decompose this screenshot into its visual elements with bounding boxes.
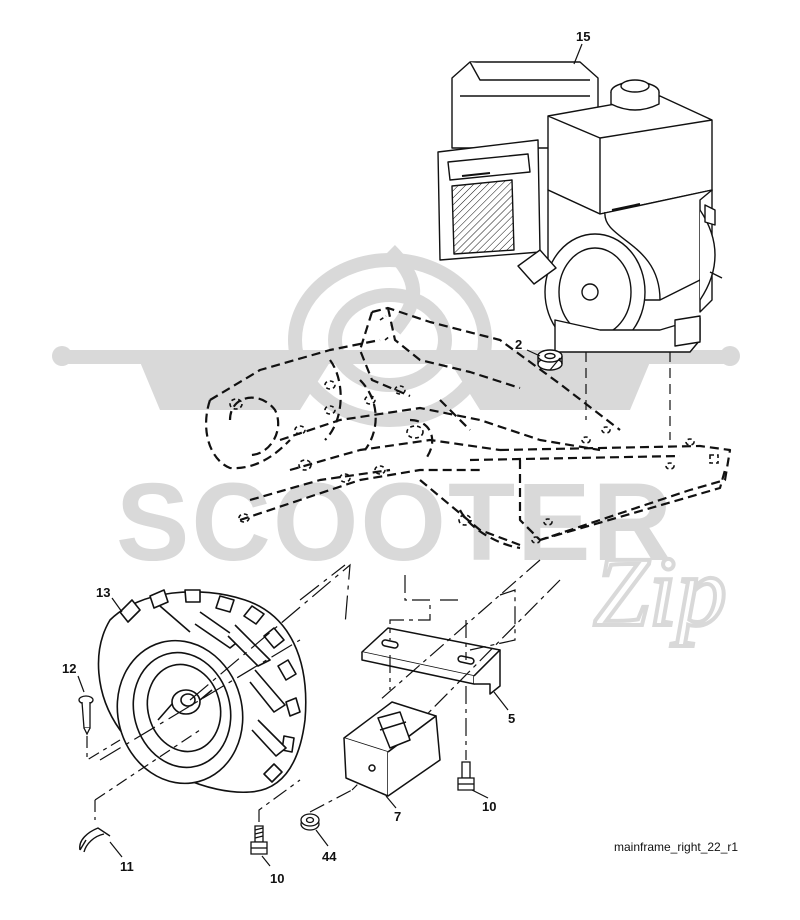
callout-washer: 44 <box>322 849 337 864</box>
clevis-pin-part <box>78 695 94 736</box>
watermark-logo-icon <box>288 245 492 427</box>
callout-bracket: 5 <box>508 711 516 726</box>
callout-engine: 15 <box>576 29 591 44</box>
wheel-weight-part <box>343 701 441 797</box>
leader-lines <box>77 43 583 867</box>
mainframe-holes <box>229 315 719 544</box>
engine-drawing <box>437 61 723 353</box>
callout-nut: 2 <box>515 337 523 352</box>
hex-bolt-left-part <box>250 825 268 855</box>
mainframe-phantom <box>205 306 732 550</box>
bolt-alignment-lines <box>258 779 353 822</box>
hairpin-clip-part <box>79 827 111 853</box>
callout-clip: 11 <box>120 859 134 874</box>
hex-bolt-right-part <box>457 761 475 791</box>
callout-pin: 12 <box>62 661 77 676</box>
flange-nut-part <box>537 349 563 371</box>
wheel-axle-lines <box>99 563 351 761</box>
pin-alignment-lines <box>86 729 201 820</box>
bracket-alignment-lines <box>351 559 561 791</box>
wheel-tire-drawing <box>97 589 307 794</box>
callout-bolt-left: 10 <box>270 871 285 886</box>
watermark-brand: SCOOTER <box>116 461 674 584</box>
watermark: SCOOTER Zip <box>52 245 740 649</box>
watermark-script: Zip <box>593 536 726 647</box>
callout-weight: 7 <box>394 809 402 824</box>
callout-wheel: 13 <box>96 585 111 600</box>
washer-part <box>300 813 320 831</box>
drawing-code: mainframe_right_22_r1 <box>614 840 739 854</box>
callout-bolt-right: 10 <box>482 799 497 814</box>
mounting-bracket-part <box>361 627 501 695</box>
engine-mount-lines <box>585 352 671 440</box>
